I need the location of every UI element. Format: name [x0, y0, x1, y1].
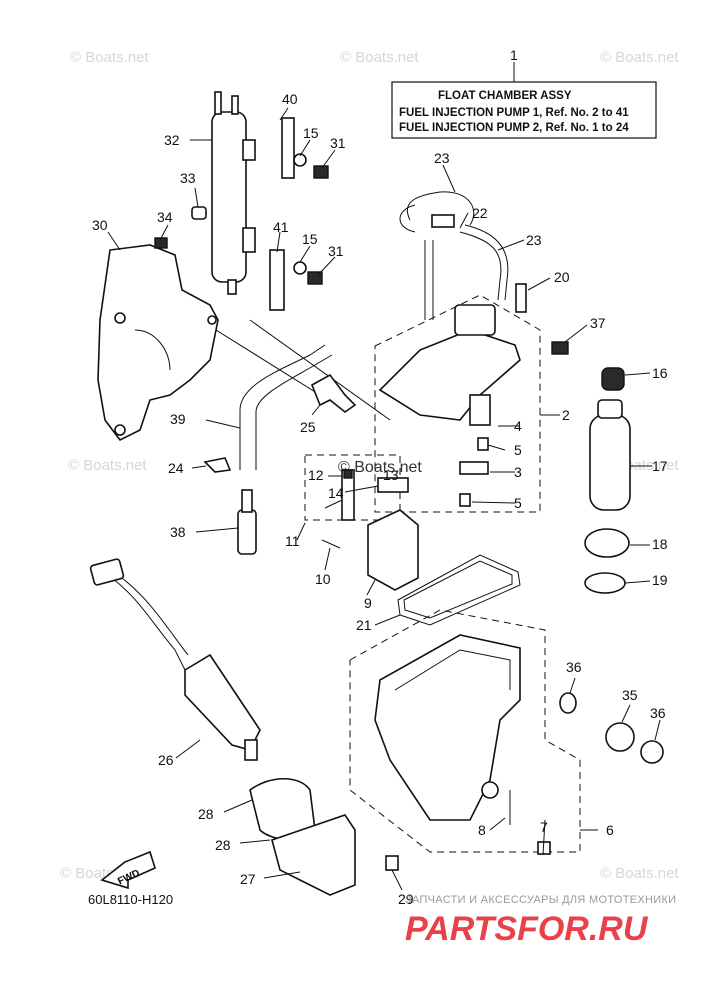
brand-logo: ЗАПЧАСТИ И АКСЕССУАРЫ ДЛЯ МОТОТЕХНИКИ PA… [405, 894, 676, 948]
title-box: FLOAT CHAMBER ASSY FUEL INJECTION PUMP 1… [391, 62, 657, 139]
callout: 15 [302, 231, 318, 247]
hoses [199, 191, 509, 470]
brand-tagline: ЗАПЧАСТИ И АКСЕССУАРЫ ДЛЯ МОТОТЕХНИКИ [405, 894, 676, 906]
leader-lines [107, 107, 661, 891]
watermark: © Boats.net [338, 459, 422, 476]
callout: 23 [434, 150, 450, 166]
callout-numbers: 1 2 3 4 5 5 6 7 8 9 10 11 12 13 14 15 15… [92, 47, 668, 907]
pump-assy-2 [378, 304, 521, 475]
pump-26 [89, 558, 261, 761]
pump-holder-18-19 [584, 528, 630, 594]
callout: 27 [240, 871, 256, 887]
callout: 16 [652, 365, 668, 381]
callout: 34 [157, 209, 173, 225]
callout: 37 [590, 315, 606, 331]
holder-27-28 [249, 778, 399, 896]
grommets-35-36 [559, 692, 664, 764]
small-parts [154, 117, 569, 507]
title-line-2: FUEL INJECTION PUMP 1, Ref. No. 2 to 41 [399, 107, 629, 119]
callout: 33 [180, 170, 196, 186]
callout: 26 [158, 752, 174, 768]
callout: 2 [562, 407, 570, 423]
callout: 7 [540, 819, 548, 835]
callout: 19 [652, 572, 668, 588]
callout: 40 [282, 91, 298, 107]
callout: 14 [328, 485, 344, 501]
float-chamber-6 [374, 634, 551, 855]
callout: 12 [308, 467, 324, 483]
callout: 11 [285, 533, 300, 549]
title-line-1: FLOAT CHAMBER ASSY [438, 90, 572, 102]
callout: 32 [164, 132, 180, 148]
title-line-3: FUEL INJECTION PUMP 2, Ref. No. 1 to 24 [399, 122, 629, 134]
callout: 31 [330, 135, 346, 151]
callout: 35 [622, 687, 638, 703]
callout: 28 [198, 806, 214, 822]
callout: 5 [514, 495, 522, 511]
callout: 23 [526, 232, 542, 248]
watermark: © Boats.net [600, 865, 679, 882]
callout: 9 [364, 595, 372, 611]
callout: 10 [315, 571, 331, 587]
callout: 15 [303, 125, 319, 141]
watermark: © Boats.net [600, 49, 679, 66]
callout: 17 [652, 458, 668, 474]
callout: 13 [383, 467, 399, 483]
callout: 8 [478, 822, 486, 838]
watermark: © Boats.net [70, 49, 149, 66]
watermark: © Boats.net [68, 457, 147, 474]
callout: 38 [170, 524, 186, 540]
callout: 24 [168, 460, 184, 476]
callout: 4 [514, 418, 522, 434]
watermarks: © Boats.net © Boats.net © Boats.net © Bo… [60, 49, 679, 882]
watermark: © Boats.net [340, 49, 419, 66]
callout: 36 [650, 705, 666, 721]
clamps-24-25-38 [203, 373, 357, 555]
diagram-code: 60L8110-H120 [88, 892, 173, 907]
callout: 1 [510, 47, 518, 63]
fuel-filter-32 [211, 91, 256, 295]
callout: 31 [328, 243, 344, 259]
callout: 6 [606, 822, 614, 838]
callout: 5 [514, 442, 522, 458]
callout: 39 [170, 411, 186, 427]
callout: 29 [398, 891, 414, 907]
callout: 21 [356, 617, 372, 633]
callout: 25 [300, 419, 316, 435]
pump-17 [589, 367, 631, 511]
callout: 3 [514, 464, 522, 480]
brand-name: PARTSFOR.RU [405, 910, 649, 948]
bracket-30 [97, 244, 219, 442]
callout: 30 [92, 217, 108, 233]
callout: 36 [566, 659, 582, 675]
callout: 20 [554, 269, 570, 285]
callout: 41 [273, 219, 289, 235]
callout: 28 [215, 837, 231, 853]
callout: 22 [472, 205, 488, 221]
callout: 18 [652, 536, 668, 552]
connectors-9-12-13 [321, 469, 419, 591]
